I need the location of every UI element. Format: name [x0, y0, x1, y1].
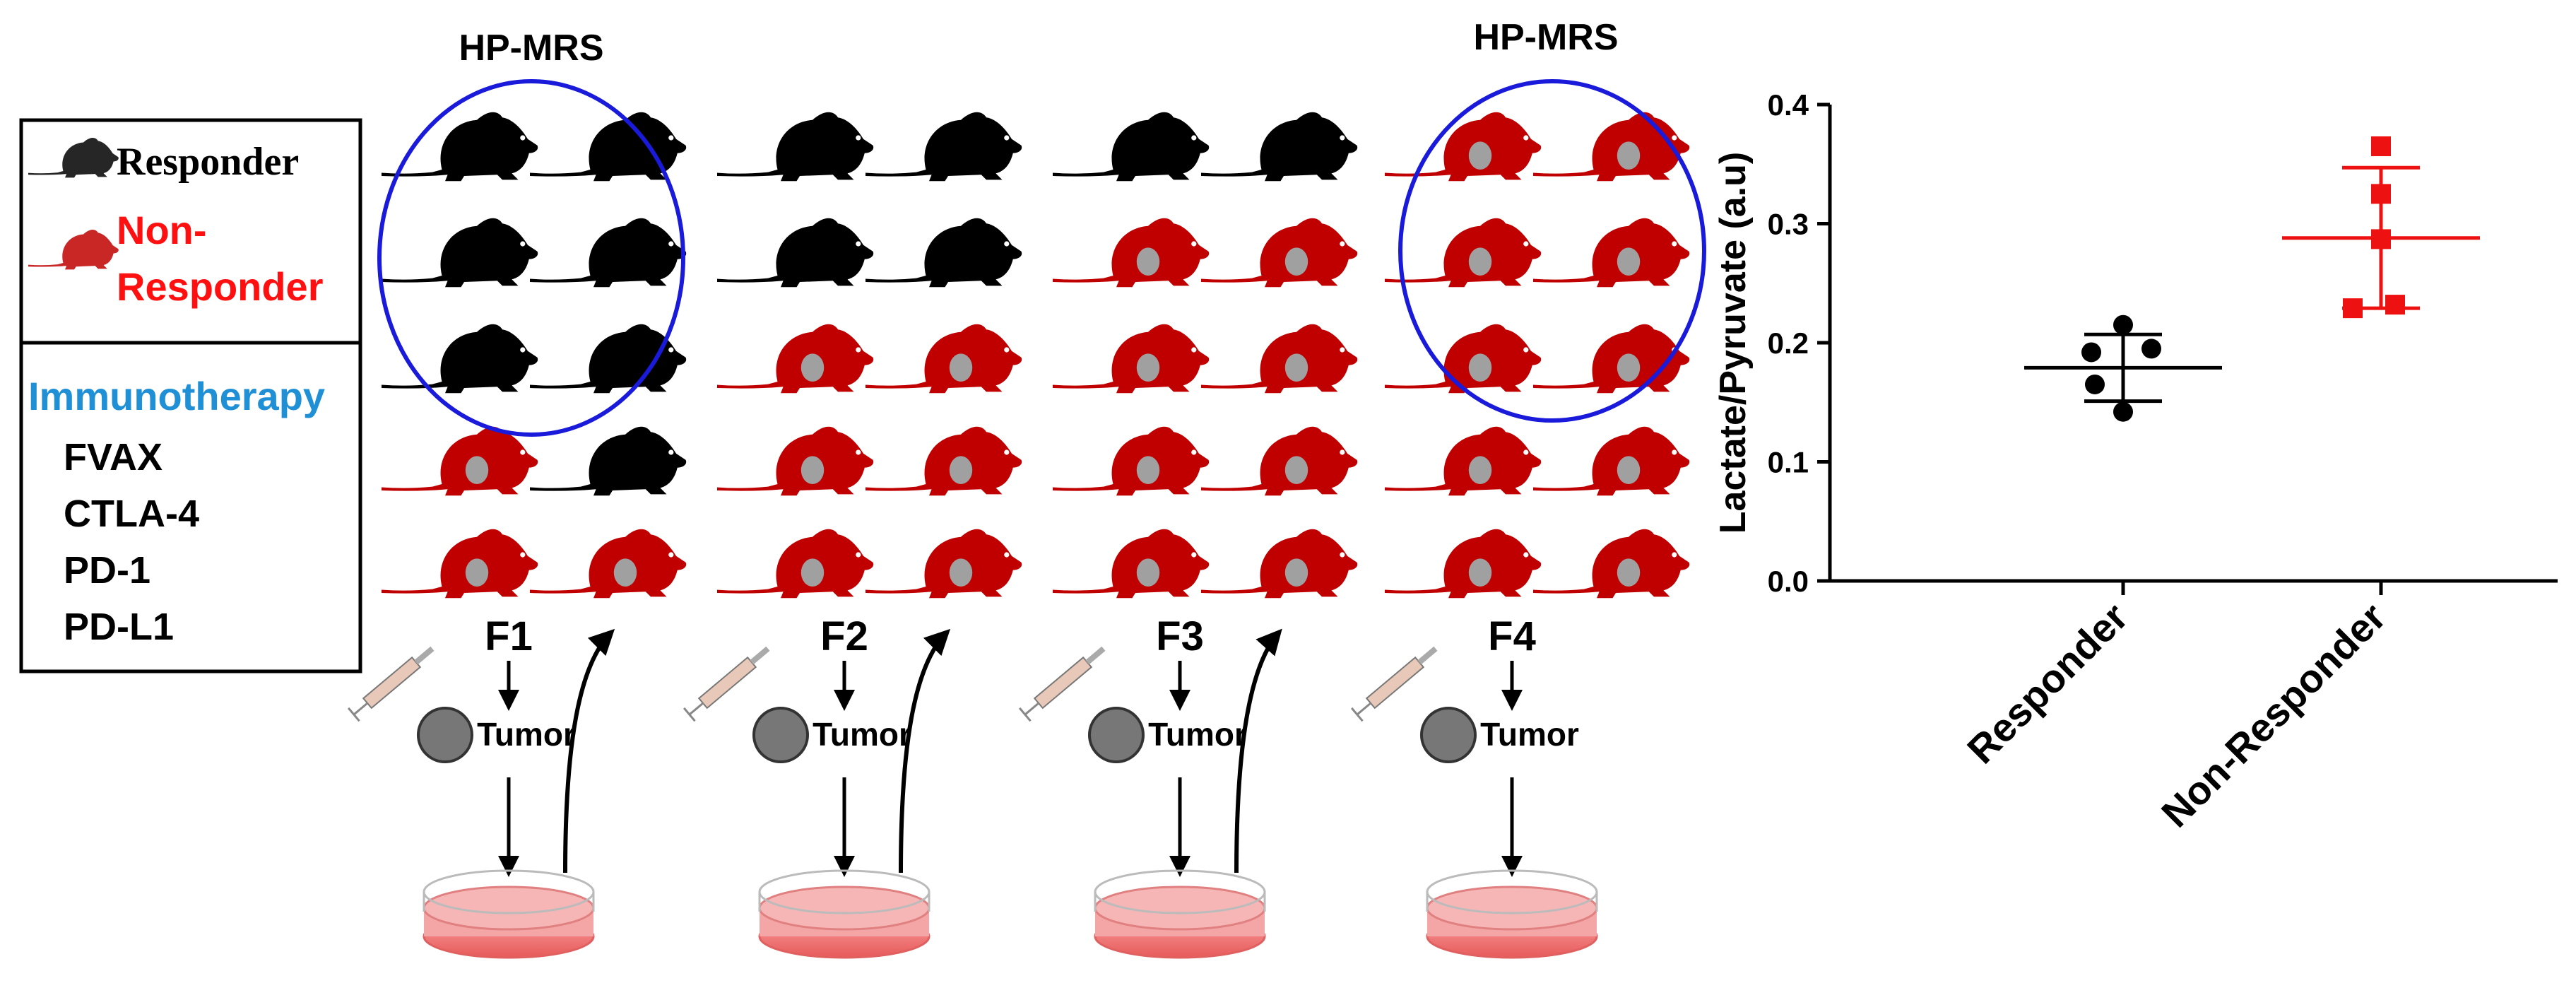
- responder-legend-label: Responder: [117, 140, 299, 184]
- legend: Responder Non- Responder Immunotherapy F…: [19, 118, 362, 673]
- responder-mouse: [530, 112, 687, 182]
- non-responder-mouse: [1385, 218, 1542, 288]
- x-tick-label: Non-Responder: [2153, 594, 2394, 836]
- data-point: [2081, 342, 2101, 363]
- non-responder-mouse: [865, 426, 1022, 496]
- y-tick-label: 0.2: [1768, 327, 1809, 360]
- non-responder-legend-label-line1: Non-: [117, 208, 207, 252]
- hp-mrs-circle-f4: [1398, 79, 1706, 423]
- responder-mouse: [717, 218, 874, 288]
- non-responder-mouse: [1385, 529, 1542, 599]
- legend-box: [19, 118, 362, 673]
- petri-dish-icon: [1426, 869, 1598, 959]
- responder-mouse: [717, 112, 874, 182]
- non-responder-mouse: [1533, 324, 1690, 394]
- therapy-item: PD-L1: [64, 606, 174, 648]
- non-responder-mouse: [1053, 324, 1210, 394]
- data-point: [2343, 298, 2363, 319]
- therapy-item: FVAX: [64, 436, 163, 478]
- hp-mrs-circle-f1: [377, 79, 685, 437]
- tumor-label: Tumor: [1480, 716, 1579, 753]
- responder-mouse: [865, 218, 1022, 288]
- non-responder-mouse: [717, 426, 874, 496]
- petri-dish-icon: [1094, 869, 1266, 959]
- non-responder-mouse: [717, 529, 874, 599]
- next-generation-arrow: [563, 628, 615, 873]
- y-tick-label: 0.0: [1768, 565, 1809, 598]
- non-responder-mouse: [530, 529, 687, 599]
- non-responder-mouse: [1533, 529, 1690, 599]
- responder-mouse: [865, 112, 1022, 182]
- non-responder-legend-label-line2: Responder: [117, 264, 324, 309]
- y-tick-label: 0.1: [1768, 446, 1809, 479]
- data-point: [2141, 339, 2161, 359]
- syringe-icon: [683, 646, 770, 722]
- therapy-item: PD-1: [64, 549, 150, 592]
- y-axis-label: Lactate/Pyruvate (a.u): [1713, 152, 1754, 534]
- syringe-icon: [347, 646, 435, 722]
- hp-mrs-label-f4: HP-MRS: [1473, 17, 1618, 58]
- tumor-label: Tumor: [813, 716, 911, 753]
- y-tick-label: 0.4: [1768, 88, 1809, 122]
- petri-dish-icon: [758, 869, 930, 959]
- responder-mouse: [1201, 112, 1358, 182]
- responder-mouse: [1053, 112, 1210, 182]
- non-responder-mouse: [1201, 324, 1358, 394]
- tumor-icon: [752, 707, 809, 763]
- next-generation-arrow: [899, 628, 951, 873]
- non-responder-mouse: [382, 426, 538, 496]
- data-point: [2113, 401, 2133, 422]
- non-responder-mouse: [865, 324, 1022, 394]
- data-point: [2113, 314, 2133, 335]
- non-responder-mouse: [717, 324, 874, 394]
- data-point: [2371, 229, 2391, 249]
- non-responder-mouse: [1533, 426, 1690, 496]
- data-point: [2085, 374, 2105, 394]
- responder-mouse: [382, 324, 538, 394]
- next-generation-arrow: [1234, 628, 1282, 873]
- y-tick-label: 0.3: [1768, 208, 1809, 241]
- data-point: [2371, 184, 2391, 204]
- non-responder-mouse: [1053, 426, 1210, 496]
- generation-label-f4: F4: [1488, 613, 1536, 659]
- petri-dish-icon: [423, 869, 595, 959]
- syringe-icon: [1018, 646, 1106, 722]
- tumor-icon: [1088, 707, 1145, 763]
- data-point: [2371, 136, 2391, 156]
- generation-label-f2: F2: [820, 613, 868, 659]
- non-responder-mouse: [1201, 426, 1358, 496]
- generation-label-f3: F3: [1156, 613, 1204, 659]
- non-responder-mouse: [1385, 426, 1542, 496]
- responder-mouse: [530, 426, 687, 496]
- non-responder-mouse: [1201, 218, 1358, 288]
- generation-label-f1: F1: [485, 613, 533, 659]
- immunotherapy-title: Immunotherapy: [28, 374, 325, 418]
- non-responder-mouse: [1533, 218, 1690, 288]
- responder-mouse: [382, 112, 538, 182]
- x-tick-label: Responder: [1958, 594, 2136, 772]
- responder-mouse: [382, 218, 538, 288]
- non-responder-mouse: [1385, 324, 1542, 394]
- therapy-item: CTLA-4: [64, 493, 199, 535]
- tumor-label: Tumor: [477, 716, 576, 753]
- responder-mouse: [530, 218, 687, 288]
- mice-grid-layer: [382, 112, 1690, 599]
- non-responder-mouse: [1053, 218, 1210, 288]
- non-responder-mouse: [1053, 529, 1210, 599]
- responder-mouse: [530, 324, 687, 394]
- non-responder-mouse: [382, 529, 538, 599]
- non-responder-mouse: [1533, 112, 1690, 182]
- syringe-icon: [1350, 646, 1438, 722]
- tumor-icon: [1420, 707, 1477, 763]
- non-responder-mouse: [1385, 112, 1542, 182]
- data-point: [2385, 295, 2405, 315]
- tumor-icon: [417, 707, 473, 763]
- tumor-label: Tumor: [1148, 716, 1247, 753]
- non-responder-mouse: [865, 529, 1022, 599]
- hp-mrs-label-f1: HP-MRS: [459, 28, 603, 69]
- non-responder-mouse: [1201, 529, 1358, 599]
